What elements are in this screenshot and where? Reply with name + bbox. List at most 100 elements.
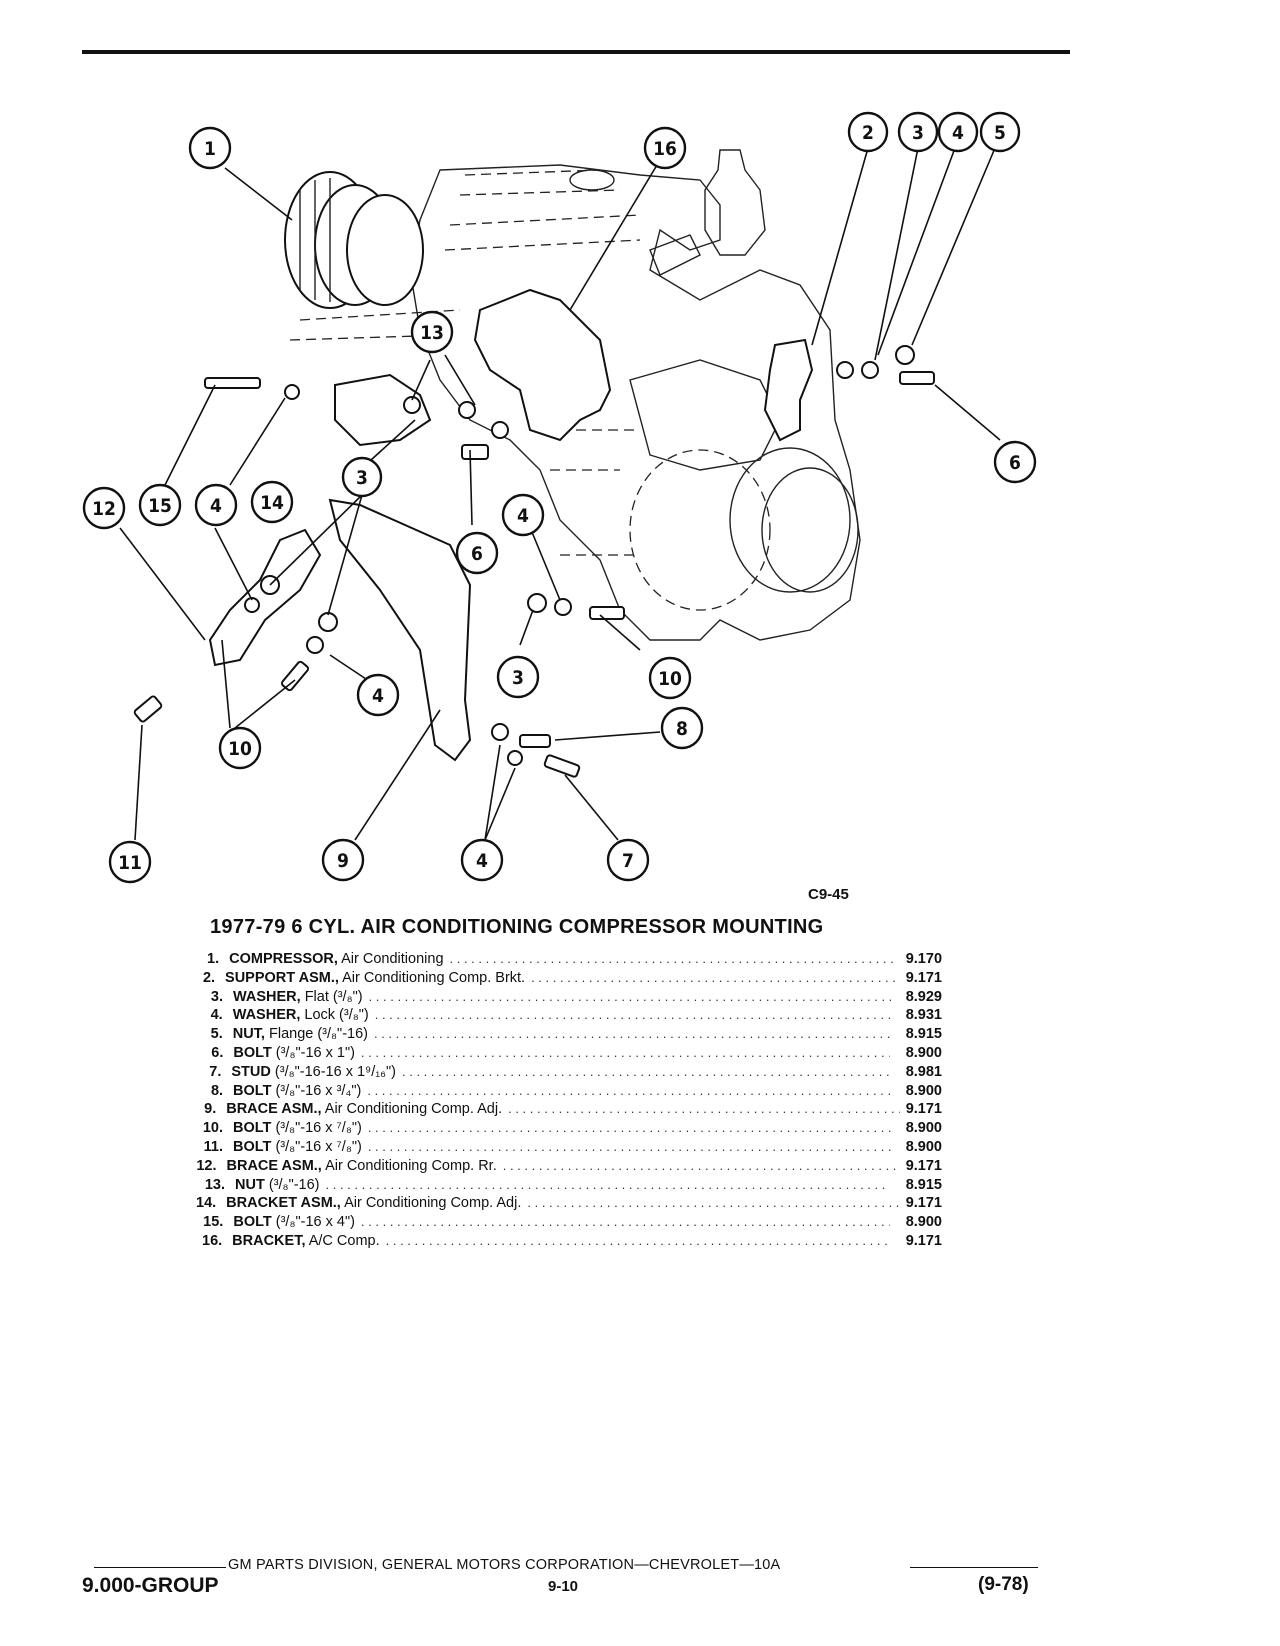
part-description: Air Conditioning Comp. Adj. — [344, 1195, 522, 1212]
part-number: 13. — [204, 1176, 226, 1193]
callout-15: 15 — [138, 483, 182, 527]
part-name: NUT — [235, 1176, 265, 1193]
parts-row: 3. WASHER, Flat (³/₈") 8.929 — [196, 988, 946, 1007]
part-number: 8. — [210, 1082, 224, 1099]
parts-list-title: 1977-79 6 CYL. AIR CONDITIONING COMPRESS… — [210, 916, 824, 938]
group-number: 8.900 — [905, 1044, 942, 1061]
part-description: Air Conditioning Comp. Adj. — [324, 1101, 503, 1118]
hardware — [133, 345, 935, 778]
part-number: 15. — [203, 1214, 224, 1231]
group-number: 8.931 — [905, 1007, 942, 1024]
parts-list: 1. COMPRESSOR, Air Conditioning 9.170 2.… — [196, 950, 946, 1251]
part-name: BOLT — [233, 1120, 272, 1137]
svg-text:3: 3 — [912, 122, 924, 144]
callout-2: 2 — [847, 111, 889, 153]
part-description: (³/₈"-16 x ³/₄") — [275, 1082, 362, 1099]
part-number: 14. — [196, 1195, 217, 1212]
part-name: COMPRESSOR, — [229, 951, 338, 967]
part-description: (³/₈"-16-16 x 1⁹/₁₆") — [274, 1063, 396, 1080]
part-name: BRACE ASM., — [226, 1157, 322, 1174]
group-number: 8.900 — [905, 1138, 942, 1155]
callout-4: 4 — [460, 838, 504, 882]
leader-dots — [367, 1082, 891, 1101]
callout-14: 14 — [250, 480, 294, 524]
part-number: 11. — [203, 1138, 224, 1155]
part-name: BRACKET, — [232, 1232, 306, 1249]
parts-row: 7. STUD (³/₈"-16-16 x 1⁹/₁₆") 8.981 — [196, 1063, 946, 1082]
group-number: 9.170 — [905, 951, 943, 967]
callout-7: 7 — [606, 838, 650, 882]
svg-text:3: 3 — [512, 667, 524, 689]
svg-text:12: 12 — [92, 498, 116, 520]
part-description: (³/₈"-16 x 1") — [275, 1044, 355, 1061]
part-number: 2. — [202, 969, 216, 986]
group-number: 8.915 — [905, 1176, 942, 1193]
callout-6: 6 — [455, 531, 499, 575]
part-number: 5. — [210, 1026, 223, 1043]
svg-text:5: 5 — [994, 122, 1006, 144]
part-number: 1. — [207, 951, 220, 967]
svg-text:14: 14 — [260, 492, 284, 514]
callout-12: 12 — [82, 486, 126, 530]
part-description: Air Conditioning Comp. Rr. — [325, 1157, 497, 1174]
part-description: (³/₈"-16 x ⁷/₈") — [275, 1120, 362, 1137]
parts-row: 2. SUPPORT ASM., Air Conditioning Comp. … — [196, 969, 946, 988]
svg-text:4: 4 — [210, 495, 222, 517]
part-name: WASHER, — [232, 1007, 301, 1024]
part-number: 12. — [196, 1157, 217, 1174]
svg-text:4: 4 — [952, 122, 964, 144]
callout-16: 16 — [643, 126, 687, 170]
footer-rule-right — [910, 1567, 1038, 1568]
brace-9-part — [328, 498, 472, 762]
leader-dots — [450, 950, 898, 969]
svg-text:9: 9 — [337, 850, 349, 872]
figure-code: C9-45 — [808, 886, 849, 903]
compressor-part — [284, 171, 424, 309]
part-description: (³/₈"-16 x ⁷/₈") — [275, 1138, 362, 1155]
svg-text:4: 4 — [476, 850, 488, 872]
svg-text:16: 16 — [653, 138, 677, 160]
callout-1: 1 — [188, 126, 232, 170]
part-description: Flat (³/₈") — [304, 988, 363, 1005]
part-description: A/C Comp. — [308, 1232, 380, 1249]
svg-text:10: 10 — [658, 668, 682, 690]
group-number: 8.900 — [905, 1082, 942, 1099]
parts-row: 14. BRACKET ASM., Air Conditioning Comp.… — [196, 1194, 946, 1213]
part-description: Air Conditioning Comp. Brkt. — [342, 969, 526, 986]
leader-lines — [119, 147, 1001, 841]
callout-10: 10 — [648, 656, 692, 700]
part-name: WASHER, — [232, 988, 301, 1005]
svg-text:1: 1 — [204, 138, 216, 160]
group-number: 8.981 — [905, 1063, 942, 1080]
group-number: 8.900 — [905, 1120, 942, 1137]
callout-13: 13 — [410, 310, 454, 354]
svg-text:15: 15 — [148, 495, 172, 517]
callout-4: 4 — [937, 111, 979, 153]
parts-row: 10. BOLT (³/₈"-16 x ⁷/₈") 8.900 — [196, 1119, 946, 1138]
footer-publisher: GM PARTS DIVISION, GENERAL MOTORS CORPOR… — [228, 1557, 781, 1573]
callout-5: 5 — [979, 111, 1021, 153]
callout-10: 10 — [218, 726, 262, 770]
leader-dots — [326, 1176, 888, 1195]
group-number: 8.900 — [905, 1214, 942, 1231]
leader-dots — [386, 1232, 893, 1251]
callout-8: 8 — [660, 706, 704, 750]
leader-dots — [368, 1138, 891, 1157]
part-name: BOLT — [233, 1138, 272, 1155]
group-number: 9.171 — [905, 1101, 942, 1118]
leader-dots — [361, 1044, 891, 1063]
top-rule — [82, 50, 1070, 54]
group-number: 9.171 — [905, 1195, 942, 1212]
parts-row: 16. BRACKET, A/C Comp. 9.171 — [196, 1232, 946, 1251]
leader-dots — [531, 969, 900, 988]
svg-text:4: 4 — [517, 505, 529, 527]
part-number: 16. — [202, 1232, 223, 1249]
group-number: 9.171 — [905, 969, 942, 986]
leader-dots — [375, 1006, 892, 1025]
group-number: 9.171 — [905, 1157, 942, 1174]
svg-text:11: 11 — [118, 852, 142, 874]
part-number: 6. — [211, 1044, 224, 1061]
leader-dots — [527, 1194, 899, 1213]
page-number: 9-10 — [548, 1578, 579, 1595]
parts-row: 11. BOLT (³/₈"-16 x ⁷/₈") 8.900 — [196, 1138, 946, 1157]
